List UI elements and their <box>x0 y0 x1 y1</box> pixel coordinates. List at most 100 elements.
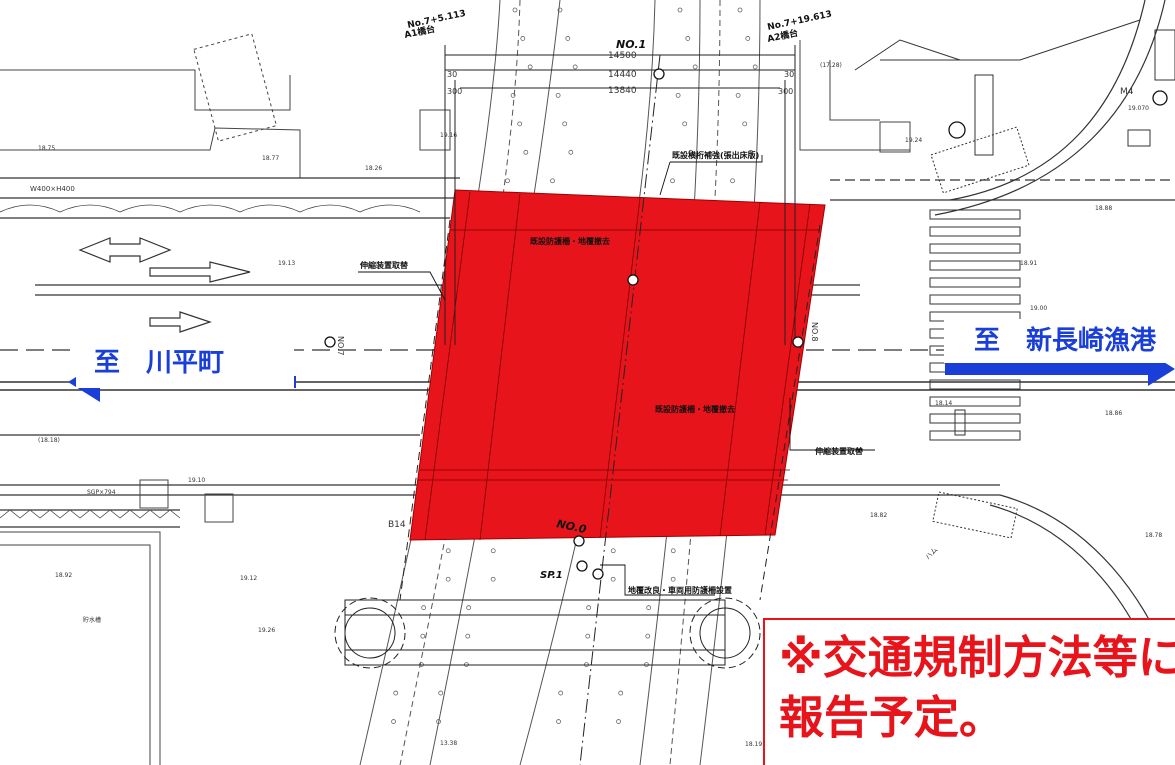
crosswalk-stripe <box>929 413 1021 424</box>
gravel-dot <box>646 605 652 611</box>
elevation-label: 18.92 <box>55 572 72 579</box>
elevation-label: 18.77 <box>262 155 279 162</box>
crosswalk-stripe <box>929 379 1021 390</box>
section-no0: NO.0 <box>555 517 588 536</box>
b14: B14 <box>388 520 406 530</box>
deck-overlay-lines <box>418 191 820 541</box>
crosswalk-stripe <box>929 243 1021 254</box>
elevation-label: 18.78 <box>1145 532 1162 539</box>
dim-right-30: 30 <box>784 70 794 79</box>
gravel-dot <box>466 605 472 611</box>
section-no1: NO.1 <box>616 38 646 51</box>
gravel-dot <box>748 149 754 155</box>
area-label: 貯水槽 <box>83 616 101 624</box>
elevation-label: 18.88 <box>1095 205 1112 212</box>
note-existing-railing: 既設横桁補強(張出床版) <box>672 150 759 160</box>
note-expansion-right: 伸縮装置取替 <box>814 446 863 456</box>
gravel-dot <box>550 178 555 184</box>
gravel-dot <box>618 690 624 696</box>
gravel-dot <box>670 548 676 554</box>
elevation-label: (17.28) <box>820 62 842 69</box>
gravel-dot <box>505 178 510 184</box>
m4-label: M4 <box>1120 87 1134 97</box>
note-railing-replace-mid: 既設防護柵・地覆撤去 <box>655 404 735 414</box>
note-railing-replace-top: 既設防護柵・地覆撤去 <box>530 236 610 246</box>
note-bottom: 地覆改良・車両用防護柵設置 <box>628 585 732 595</box>
gravel-dot <box>645 633 651 639</box>
elevation-label: 18.14 <box>935 400 952 407</box>
elevation-label: 18.26 <box>365 165 382 172</box>
elevation-label: 19.24 <box>905 137 922 144</box>
crosswalk-stripe <box>929 396 1021 407</box>
gravel-dot <box>742 121 748 127</box>
gravel-dot <box>670 178 675 184</box>
culvert-label: W400×H400 <box>30 185 75 193</box>
crosswalk-stripe <box>929 277 1021 288</box>
gravel-dot <box>670 576 676 582</box>
station-a2: No.7+19.613 <box>767 9 833 32</box>
note-expansion-left: 伸縮装置取替 <box>359 260 408 270</box>
gravel-dot <box>565 36 571 41</box>
gravel-dot <box>745 36 751 41</box>
elevation-label: 18.82 <box>870 512 887 519</box>
dim-mid: 14440 <box>608 70 637 80</box>
elevation-label: 19.26 <box>258 627 275 634</box>
dim-left-30: 30 <box>447 70 457 79</box>
gravel-dot <box>692 64 698 70</box>
dim-right-300: 300 <box>778 87 793 96</box>
elevation-label: 19.10 <box>188 477 205 484</box>
gravel-dot <box>438 690 444 696</box>
gravel-dot <box>737 7 743 13</box>
gravel-dot <box>523 149 529 155</box>
gravel-dot <box>555 92 561 98</box>
dim-total: 14500 <box>608 51 637 61</box>
crosswalk-stripe <box>929 226 1021 237</box>
survey-points <box>324 68 1168 580</box>
bridge-deck-area <box>409 189 826 541</box>
bottom-left-lot <box>0 479 234 765</box>
gravel-dot <box>688 149 694 155</box>
gravel-dot <box>510 92 516 98</box>
elevation-label: 19.070 <box>1128 105 1149 112</box>
sp1: SP.1 <box>540 570 563 581</box>
elevation-label: 19.13 <box>278 260 295 267</box>
gravel-dot <box>610 576 616 582</box>
gravel-dot <box>675 92 681 98</box>
right-structures <box>854 19 1175 539</box>
gravel-dot <box>677 7 683 13</box>
elevation-label: 19.16 <box>440 132 457 139</box>
direction-label-kawahira: 至 川平町 <box>76 338 294 388</box>
elevation-label: (18.18) <box>38 437 60 444</box>
dim-left-300: 300 <box>447 87 462 96</box>
gravel-dot <box>562 121 568 127</box>
dim-inner: 13840 <box>608 86 637 96</box>
gravel-dot <box>421 605 427 611</box>
elevation-label: 19.00 <box>1030 305 1047 312</box>
elevation-label: 18.75 <box>38 145 55 152</box>
elevation-label: 18.86 <box>1105 410 1122 417</box>
gravel-dot <box>572 64 578 70</box>
bench-label: ハム <box>924 546 940 562</box>
elevation-label: 18.19 <box>745 741 762 748</box>
gravel-dot <box>557 7 563 13</box>
gravel-dot <box>391 719 396 724</box>
traffic-notice-box: ※交通規制方法等に 報告予定。 <box>763 618 1175 765</box>
gravel-dot <box>445 548 451 554</box>
pipe-label: SGP×794 <box>87 489 116 496</box>
gravel-dot <box>685 36 691 41</box>
lot-outlines <box>0 33 911 178</box>
notice-line-2: 報告予定。 <box>779 691 1005 744</box>
gravel-dot <box>527 64 533 70</box>
gravel-dot <box>520 36 526 41</box>
leader-lines <box>358 155 875 596</box>
gravel-dot <box>735 92 741 98</box>
gravel-dot <box>420 633 426 639</box>
gravel-dot <box>393 690 399 696</box>
notice-line-1: ※交通規制方法等に <box>779 631 1175 684</box>
gravel-dot <box>616 719 621 724</box>
gravel-dot <box>436 719 441 724</box>
curb-pattern <box>0 204 421 519</box>
gravel-dot <box>556 719 561 724</box>
dimension-lines <box>399 45 821 765</box>
